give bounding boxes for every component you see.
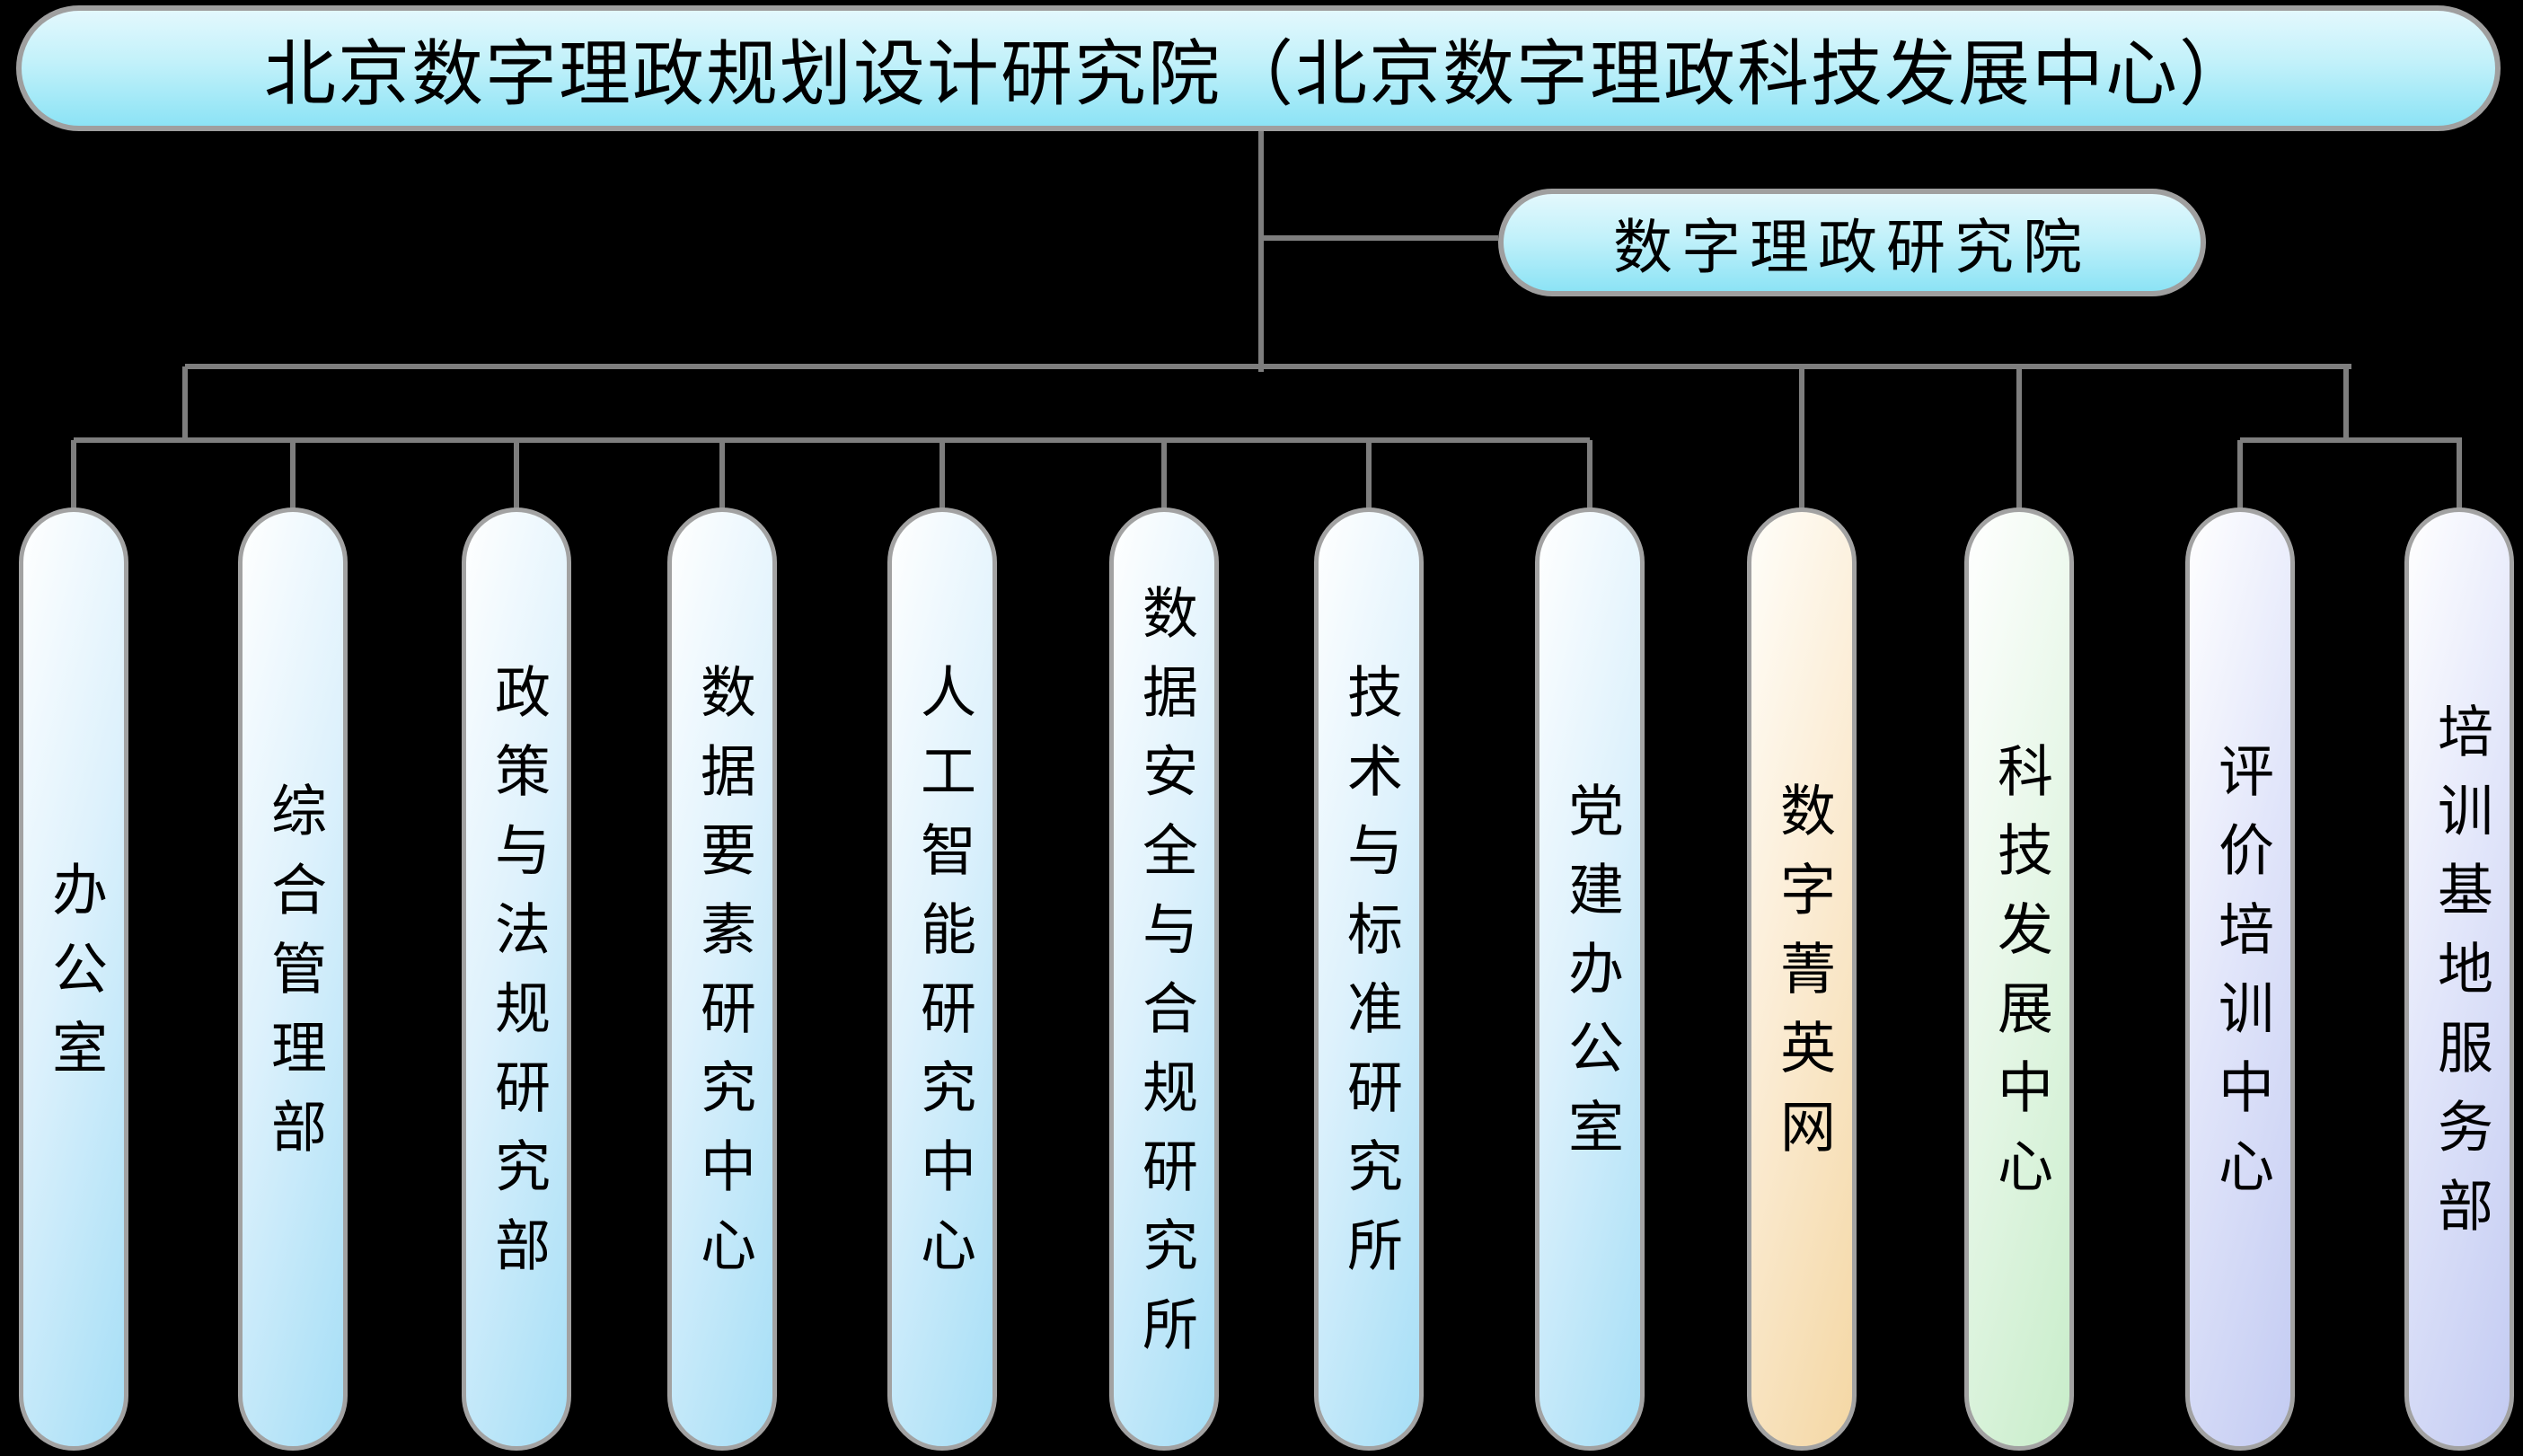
level2-feeder-right: [2343, 366, 2349, 440]
pill-drop-line: [2237, 440, 2243, 518]
level1-rail: [185, 364, 2351, 369]
pill-drop-line: [290, 440, 296, 518]
pill-drop-line: [2457, 440, 2462, 518]
pill-drop-line: [514, 440, 519, 518]
department-label: 数字菁英网: [1771, 781, 1832, 1177]
department-label: 党建办公室: [1559, 781, 1620, 1177]
affiliate-org-title: 数字理政研究院: [1613, 216, 2091, 281]
department-label: 人工智能研究中心: [912, 663, 973, 1295]
department-pill: 科技发展中心: [1964, 507, 2074, 1451]
root-org-node: 北京数字理政规划设计研究院（北京数字理政科技发展中心）: [16, 5, 2501, 131]
affiliate-branch-line: [1258, 235, 1498, 241]
pill-drop-line: [2016, 366, 2022, 518]
department-pill: 综合管理部: [238, 507, 348, 1451]
pill-drop-line: [71, 440, 76, 518]
pill-drop-line: [1799, 366, 1804, 518]
level2-rail: [74, 437, 1590, 443]
department-label: 数据要素研究中心: [692, 663, 753, 1295]
department-pill: 培训基地服务部: [2404, 507, 2514, 1451]
department-label: 评价培训中心: [2210, 742, 2271, 1216]
trunk-line: [1258, 126, 1264, 372]
pill-drop-line: [1587, 440, 1592, 518]
department-pill: 数字菁英网: [1747, 507, 1857, 1451]
pill-drop-line: [940, 440, 945, 518]
pill-drop-line: [1366, 440, 1372, 518]
department-pill: 评价培训中心: [2185, 507, 2295, 1451]
department-label: 政策与法规研究部: [486, 663, 547, 1295]
department-pill: 技术与标准研究所: [1314, 507, 1424, 1451]
department-label: 数据安全与合规研究所: [1134, 584, 1195, 1374]
root-org-title: 北京数字理政规划设计研究院（北京数字理政科技发展中心）: [264, 36, 2253, 115]
level2-rail-right: [2240, 437, 2462, 443]
pill-drop-line: [719, 440, 725, 518]
department-pill: 办公室: [19, 507, 128, 1451]
department-label: 技术与标准研究所: [1338, 663, 1399, 1295]
department-label: 办公室: [43, 860, 104, 1098]
department-pill: 数据安全与合规研究所: [1109, 507, 1219, 1451]
department-label: 科技发展中心: [1989, 742, 2050, 1216]
department-label: 培训基地服务部: [2429, 702, 2490, 1256]
affiliate-org-node: 数字理政研究院: [1498, 189, 2206, 296]
department-pill: 人工智能研究中心: [887, 507, 997, 1451]
pill-drop-line: [1161, 440, 1167, 518]
department-label: 综合管理部: [262, 781, 323, 1177]
department-pill: 党建办公室: [1535, 507, 1645, 1451]
department-pill: 政策与法规研究部: [462, 507, 571, 1451]
department-pill: 数据要素研究中心: [667, 507, 777, 1451]
level2-feeder-left: [182, 366, 188, 440]
